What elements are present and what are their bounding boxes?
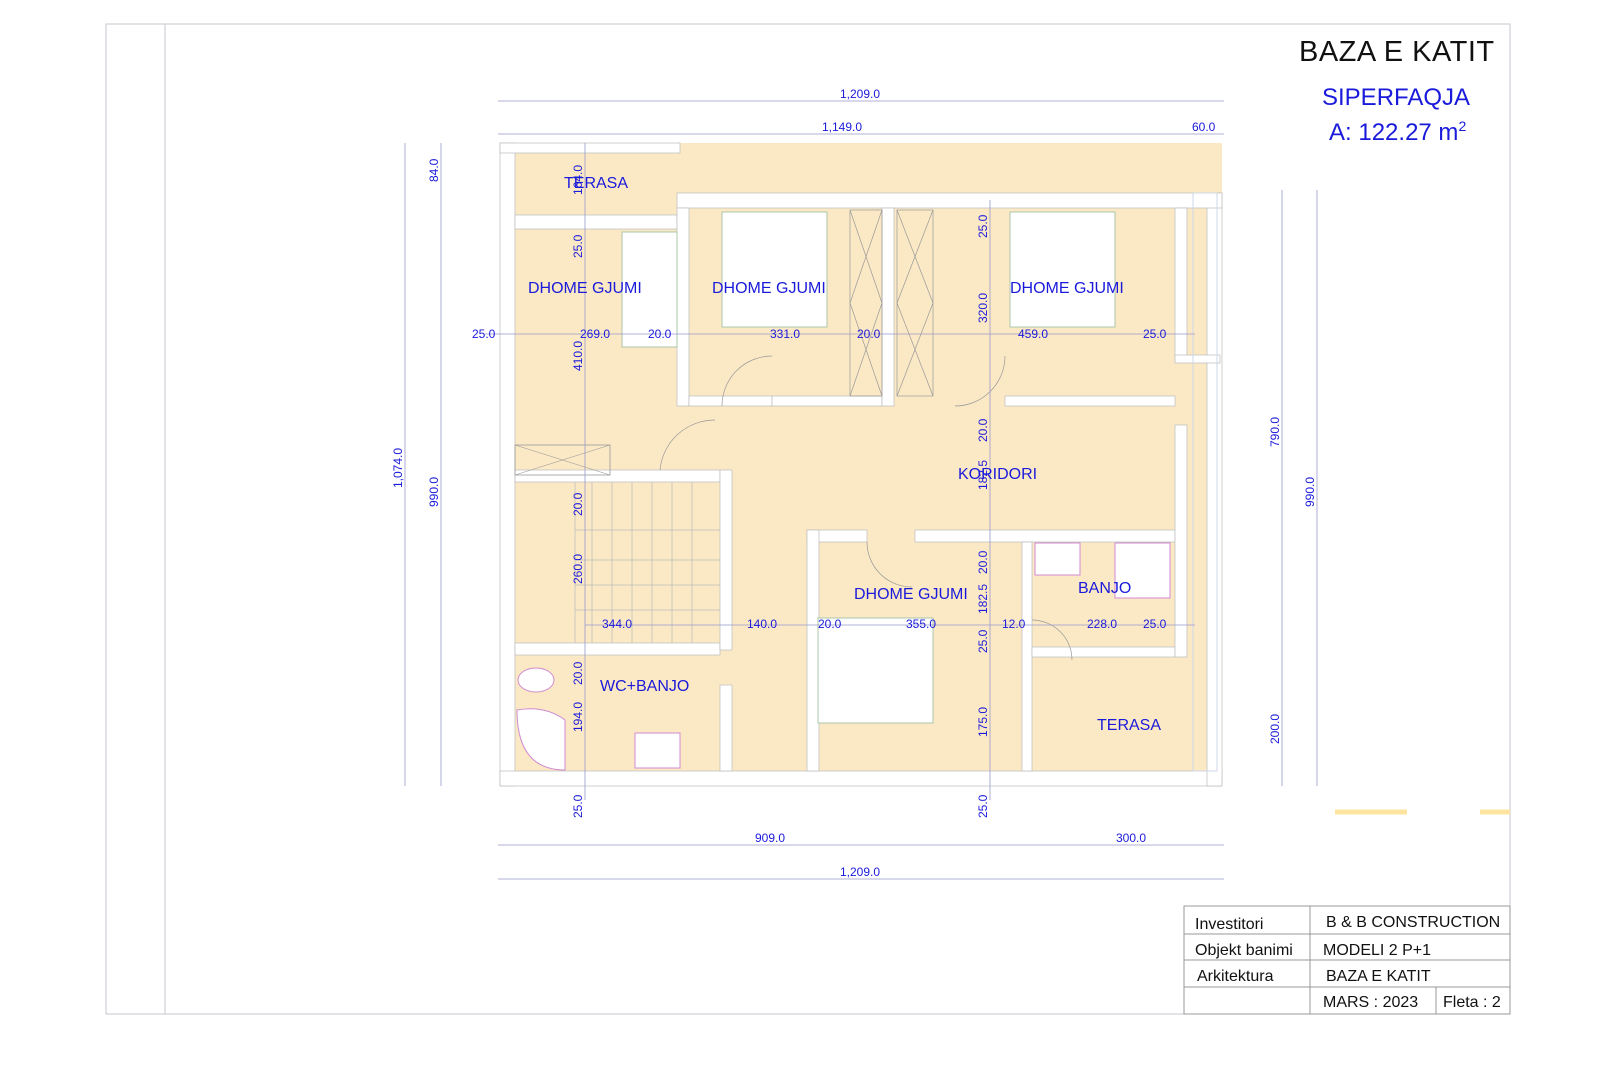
dim-row-upper-2: 20.0 [648, 327, 672, 341]
dim-row-upper-3: 331.0 [770, 327, 800, 341]
dim-left-overall: 1,074.0 [391, 448, 405, 488]
dim-row-lower-0: 344.0 [602, 617, 632, 631]
room-label-bedroom-3: DHOME GJUMI [1010, 280, 1124, 297]
dim-col-mid-7: 175.0 [976, 707, 990, 737]
dim-row-lower-3: 355.0 [906, 617, 936, 631]
dim-right-upper: 790.0 [1268, 417, 1282, 447]
dim-left-top: 84.0 [427, 158, 441, 182]
dim-col-mid-3: 182.5 [976, 460, 990, 490]
room-label-corridor: KORIDORI [958, 466, 1037, 483]
room-label-banjo: BANJO [1078, 580, 1131, 597]
sheet-border [105, 23, 1511, 1015]
dim-col-left-4: 260.0 [571, 554, 585, 584]
dim-top-overall: 1,209.0 [840, 87, 880, 101]
dim-row-upper-6: 25.0 [1143, 327, 1167, 341]
dim-col-left-6: 194.0 [571, 702, 585, 732]
dim-col-mid-8: 25.0 [976, 794, 990, 818]
dim-row-upper-4: 20.0 [857, 327, 881, 341]
dim-left-main: 990.0 [427, 477, 441, 507]
floor-slab [499, 142, 1223, 787]
dim-row-lower-2: 20.0 [818, 617, 842, 631]
dim-col-mid-0: 25.0 [976, 214, 990, 238]
dim-right-lower: 200.0 [1268, 714, 1282, 744]
dim-row-lower-4: 12.0 [1002, 617, 1026, 631]
tb-sheet: Fleta : 2 [1443, 994, 1501, 1011]
tb-arch-value: BAZA E KATIT [1326, 968, 1431, 985]
dim-bottom-overall: 1,209.0 [840, 865, 880, 879]
room-label-wc-banjo: WC+BANJO [600, 678, 689, 695]
room-label-bedroom-1: DHOME GJUMI [528, 280, 642, 297]
dim-top-right: 60.0 [1192, 120, 1216, 134]
dim-col-mid-2: 20.0 [976, 418, 990, 442]
tb-object-value: MODELI 2 P+1 [1323, 942, 1432, 959]
title-block-grid [1183, 905, 1511, 1015]
dim-col-mid-1: 320.0 [976, 293, 990, 323]
page-title: BAZA E KATIT [1299, 36, 1495, 68]
room-label-bedroom-2: DHOME GJUMI [712, 280, 826, 297]
dim-col-mid-5: 182.5 [976, 584, 990, 614]
tb-investor-value: B & B CONSTRUCTION [1326, 914, 1501, 931]
dim-col-mid-6: 25.0 [976, 629, 990, 653]
dim-row-upper-5: 459.0 [1018, 327, 1048, 341]
dim-top-main: 1,149.0 [822, 120, 862, 134]
dim-col-mid-4: 20.0 [976, 550, 990, 574]
dim-bottom-right: 300.0 [1116, 831, 1146, 845]
room-label-terasa-top: TERASA [564, 175, 628, 192]
room-labels: TERASA DHOME GJUMI DHOME GJUMI DHOME GJU… [528, 175, 1161, 734]
area-value: A: 122.27 m2 [1329, 118, 1466, 147]
dim-row-lower-1: 140.0 [747, 617, 777, 631]
dim-row-upper-1: 269.0 [580, 327, 610, 341]
area-prefix: A: [1329, 119, 1352, 146]
dim-col-left-0: 164.0 [571, 165, 585, 195]
dim-col-left-7: 25.0 [571, 794, 585, 818]
area-unit-sup: 2 [1458, 118, 1467, 134]
dim-row-lower-6: 25.0 [1143, 617, 1167, 631]
dim-row-lower-5: 228.0 [1087, 617, 1117, 631]
area-number: 122.27 m [1358, 119, 1459, 146]
dim-col-left-5: 20.0 [571, 661, 585, 685]
tb-arch-label: Arkitektura [1197, 968, 1274, 985]
dim-col-left-1: 25.0 [571, 234, 585, 258]
dim-bottom-left: 909.0 [755, 831, 785, 845]
tb-investor-label: Investitori [1195, 916, 1264, 933]
tb-date: MARS : 2023 [1323, 994, 1419, 1011]
dimension-texts: 1,209.0 1,149.0 60.0 909.0 300.0 1,209.0… [391, 87, 1317, 879]
tb-object-label: Objekt banimi [1195, 942, 1293, 959]
dim-col-left-2: 410.0 [571, 341, 585, 371]
dimension-lines [404, 100, 1318, 880]
room-label-terasa-bottom: TERASA [1097, 717, 1161, 734]
dim-right-overall: 990.0 [1303, 477, 1317, 507]
dim-row-upper-0: 25.0 [472, 327, 496, 341]
dim-col-left-3: 20.0 [571, 492, 585, 516]
area-label: SIPERFAQJA [1322, 84, 1471, 111]
room-label-bedroom-4: DHOME GJUMI [854, 586, 968, 603]
